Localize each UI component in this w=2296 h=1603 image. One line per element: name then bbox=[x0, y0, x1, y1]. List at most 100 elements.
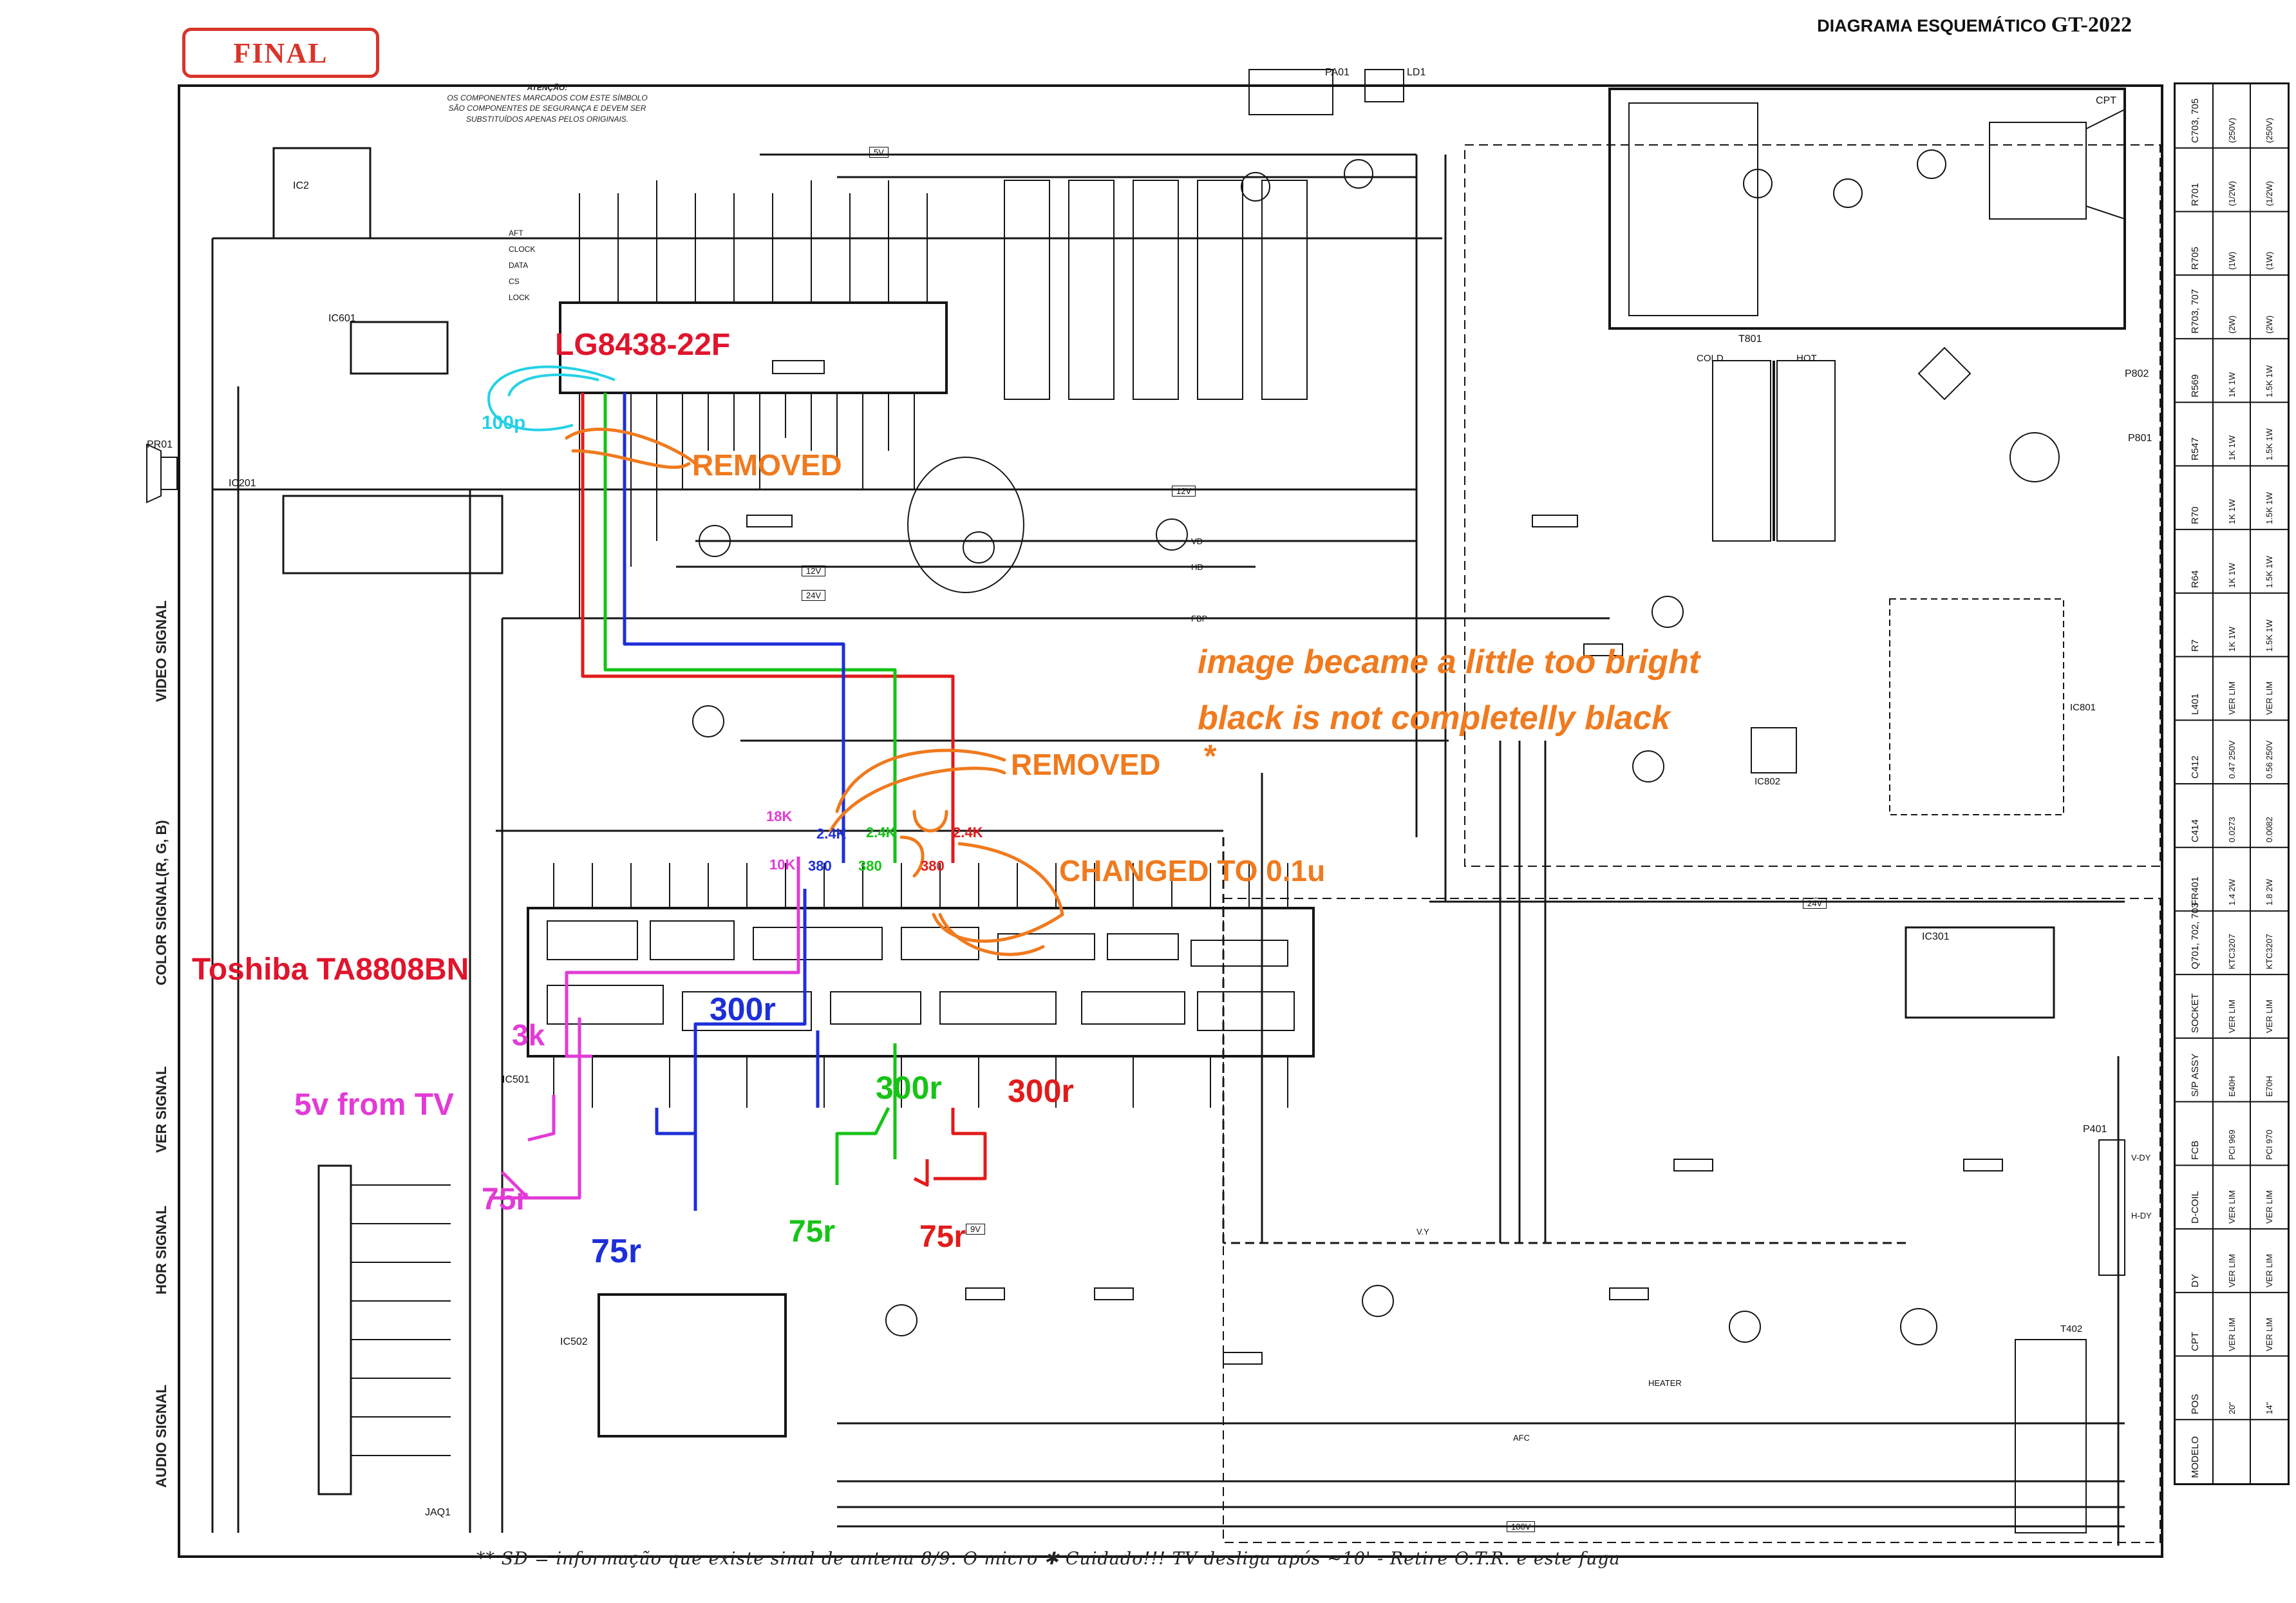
label-ic301: IC301 bbox=[1922, 931, 1950, 942]
parts-table-cell: 1K 1W bbox=[2227, 626, 2237, 652]
parts-table-cell: SOCKET bbox=[2190, 993, 2201, 1033]
parts-table-cell: R569 bbox=[2190, 374, 2201, 397]
annotation-lg8438-chip: LG8438-22F bbox=[555, 328, 731, 362]
label-ic201: IC201 bbox=[229, 478, 256, 489]
side-label-hor-signal: HOR SIGNAL bbox=[153, 1205, 169, 1295]
rail-label-9v: 9V bbox=[966, 1224, 985, 1235]
document-title: DIAGRAMA ESQUEMÁTICO GT-2022 bbox=[1817, 13, 2132, 37]
cpt-socket bbox=[1989, 122, 2087, 220]
attention-text: OS COMPONENTES MARCADOS COM ESTE SÍMBOLO… bbox=[447, 93, 648, 124]
parts-table-cell: (250V) bbox=[2227, 117, 2237, 143]
annotation-100p-cap: 100p bbox=[482, 412, 526, 433]
parts-table-grid bbox=[2176, 84, 2288, 1483]
side-label-color-signal: COLOR SIGNAL(R, G, B) bbox=[153, 820, 169, 985]
label-ic2: IC2 bbox=[293, 180, 309, 191]
parts-table-cell: R64 bbox=[2190, 570, 2201, 588]
parts-table-cell: (1W) bbox=[2227, 252, 2237, 270]
parts-table-cell: KTC3207 bbox=[2264, 934, 2274, 970]
annotation-75r-magenta: 75r bbox=[482, 1182, 529, 1217]
label-ic502: IC502 bbox=[560, 1336, 588, 1347]
label-hot: HOT bbox=[1796, 353, 1817, 364]
parts-table-cell: C703, 705 bbox=[2190, 98, 2201, 143]
rail-label-24v: 24V bbox=[802, 590, 826, 601]
parts-table-cell: VER LIM bbox=[2264, 999, 2274, 1033]
final-stamp: FINAL bbox=[182, 28, 379, 78]
label-pa01: PA01 bbox=[1325, 67, 1350, 78]
parts-table-cell: E40H bbox=[2227, 1076, 2237, 1097]
parts-table-cell: KTC3207 bbox=[2227, 934, 2237, 970]
annotation-2-4k-green: 2.4K bbox=[866, 824, 896, 840]
annotation-75r-green: 75r bbox=[789, 1215, 836, 1249]
parts-table-cell: 14" bbox=[2264, 1402, 2274, 1415]
parts-table-cell: R705 bbox=[2190, 247, 2201, 270]
annotation-note-line2: black is not completelly black bbox=[1198, 699, 1671, 737]
parts-table-cell: 1.5K 1W bbox=[2264, 492, 2274, 525]
annotation-18k: 18K bbox=[766, 808, 793, 824]
side-label-video-signal: VIDEO SIGNAL bbox=[153, 600, 169, 702]
ic301-outline bbox=[1905, 926, 2055, 1019]
label-pr01: PR01 bbox=[147, 439, 173, 450]
parts-table-cell: (1/2W) bbox=[2264, 181, 2274, 207]
annotation-300r-blue: 300r bbox=[710, 991, 776, 1027]
parts-table-cell: PCI 969 bbox=[2227, 1130, 2237, 1161]
parts-table-cell: 1K 1W bbox=[2227, 499, 2237, 525]
label-p802: P802 bbox=[2125, 368, 2149, 379]
rail-label-5v: 5V bbox=[869, 147, 889, 158]
parts-table-cell: FR401 bbox=[2190, 877, 2201, 906]
ic201-body bbox=[282, 495, 503, 574]
parts-table-cell: 0.47 250V bbox=[2227, 740, 2237, 779]
annotation-removed-star: * bbox=[1204, 738, 1217, 774]
side-label-ver-signal: VER SIGNAL bbox=[153, 1066, 169, 1153]
parts-table-cell: 1K 1W bbox=[2227, 372, 2237, 397]
crt-board-outline bbox=[1608, 88, 2126, 330]
annotation-2-4k-blue: 2.4K bbox=[816, 826, 847, 842]
parts-table-cell: 1.5K 1W bbox=[2264, 555, 2274, 588]
deflection-section-outline bbox=[1223, 898, 2161, 1543]
label-ic601: IC601 bbox=[328, 313, 356, 324]
parts-table-cell: 1.4 2W bbox=[2227, 879, 2237, 906]
parts-table-cell: POS bbox=[2190, 1394, 2201, 1415]
annotation-removed-top: REMOVED bbox=[692, 448, 842, 482]
sig-label-vd: VD bbox=[1191, 536, 1203, 546]
parts-table-cell: E70H bbox=[2264, 1076, 2274, 1097]
document-title-model: GT-2022 bbox=[2051, 13, 2132, 37]
label-jaq1: JAQ1 bbox=[425, 1507, 451, 1518]
parts-table-cell: R547 bbox=[2190, 437, 2201, 461]
label-cold: COLD bbox=[1697, 353, 1724, 364]
ic2-body bbox=[272, 147, 372, 240]
sig-label-vy: V.Y bbox=[1416, 1227, 1429, 1237]
parts-table-cell: DY bbox=[2190, 1273, 2201, 1287]
jungle-ic-body bbox=[527, 907, 1315, 1058]
sig-label-hdy: H-DY bbox=[2131, 1211, 2152, 1220]
parts-table-cell: 1.5K 1W bbox=[2264, 619, 2274, 652]
ld1-block bbox=[1364, 69, 1404, 102]
annotation-changed-to-0-1u: CHANGED TO 0.1u bbox=[1059, 854, 1326, 887]
label-t402: T402 bbox=[2060, 1323, 2083, 1334]
sig-label-fbp: FBP bbox=[1191, 614, 1208, 623]
parts-table-cell: VER LIM bbox=[2264, 1253, 2274, 1287]
p401-connector bbox=[2098, 1139, 2125, 1276]
t402-body bbox=[2015, 1339, 2087, 1533]
signal-connector-strip bbox=[317, 1164, 352, 1495]
annotation-300r-green: 300r bbox=[876, 1070, 942, 1106]
parts-table-cell: R7 bbox=[2190, 639, 2201, 652]
parts-table-cell: Q701, 702, 703 bbox=[2190, 902, 2201, 970]
ic502-body bbox=[598, 1293, 787, 1437]
annotation-5v-from-tv: 5v from TV bbox=[294, 1088, 455, 1122]
pin-label-clock: CLOCK bbox=[509, 245, 536, 254]
parts-table-cell: VER LIM bbox=[2227, 1317, 2237, 1351]
annotation-380-red: 380 bbox=[921, 858, 945, 874]
pin-label-lock: LOCK bbox=[509, 293, 530, 302]
sig-label-hd: HD bbox=[1191, 562, 1203, 572]
label-ic802: IC802 bbox=[1755, 776, 1781, 787]
schematic-frame bbox=[178, 84, 2163, 1558]
parts-table-cell: C412 bbox=[2190, 755, 2201, 779]
parts-table-cell: D-COIL bbox=[2190, 1191, 2201, 1224]
parts-table-cell: VER LIM bbox=[2264, 1317, 2274, 1351]
parts-table-cell: 0.0273 bbox=[2227, 816, 2237, 842]
annotation-75r-red: 75r bbox=[919, 1220, 966, 1254]
label-p401: P401 bbox=[2083, 1124, 2107, 1135]
rail-label-180v: 180V bbox=[1507, 1521, 1536, 1532]
parts-table-cell: 0.56 250V bbox=[2264, 740, 2274, 779]
